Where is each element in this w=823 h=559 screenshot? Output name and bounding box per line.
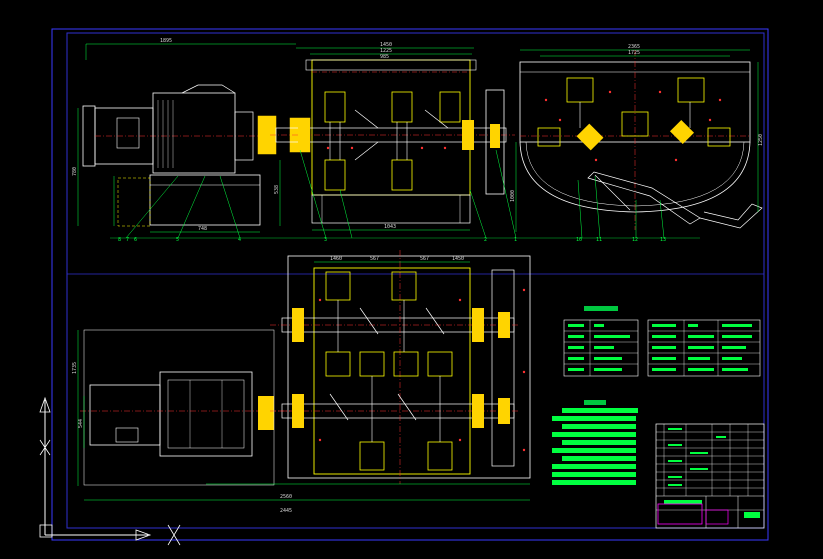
front-trough	[311, 59, 471, 196]
outer-sheet-border	[51, 28, 769, 541]
balloon-front-5: 5	[176, 237, 179, 243]
gearbox	[152, 92, 236, 174]
balloon-front-7: 7	[126, 237, 129, 243]
inner-sheet-border	[66, 32, 765, 529]
dim-front-mid: 1450	[380, 42, 392, 48]
dim-plan-height: 1735	[72, 362, 78, 374]
dim-plan-top-d: 1450	[452, 256, 464, 262]
chain-drive	[485, 89, 505, 195]
balloon-front-4: 4	[238, 237, 241, 243]
discharge-linkage	[587, 171, 701, 225]
dim-side-height: 1250	[758, 134, 764, 146]
dim-front-height: 780	[72, 167, 78, 176]
dim-plan-top-c: 567	[420, 256, 429, 262]
dim-front-base: 748	[198, 226, 207, 232]
technical-params-table	[563, 306, 761, 377]
dim-side-inner: 1725	[628, 50, 640, 56]
balloon-front-8: 8	[118, 237, 121, 243]
balloon-front-3: 3	[324, 237, 327, 243]
plan-trough-outer	[287, 255, 531, 479]
dim-plan-top-b: 567	[370, 256, 379, 262]
title-stamp	[657, 503, 703, 525]
balloon-front-2: 2	[484, 237, 487, 243]
dim-front-rail: 1043	[384, 224, 396, 230]
balloon-side-12: 12	[632, 237, 638, 243]
plan-trough-inner	[313, 267, 471, 475]
dim-plan-width: 2445	[280, 508, 292, 514]
drive-base	[149, 174, 261, 226]
title-block	[655, 423, 765, 529]
technical-requirements	[552, 400, 638, 485]
dim-plan-top-a: 1460	[330, 256, 342, 262]
dim-front-foot: 538	[274, 185, 280, 194]
balloon-side-10: 10	[576, 237, 582, 243]
dim-front-total: 1895	[160, 38, 172, 44]
plan-view: 1460 567 567 1450 2560 2445 1735 544	[72, 250, 531, 514]
dim-plan-motor: 544	[78, 419, 84, 428]
dim-side-base: 1000	[510, 190, 516, 202]
balloon-side-13: 13	[660, 237, 666, 243]
dim-plan-total: 2560	[280, 494, 292, 500]
dim-side-total: 2365	[628, 44, 640, 50]
dim-front-span: 1225	[380, 48, 392, 54]
balloon-side-11: 11	[596, 237, 602, 243]
ucs-icon[interactable]	[39, 396, 181, 546]
dim-front-inner: 985	[380, 54, 389, 60]
balloon-front-6: 6	[134, 237, 137, 243]
plan-motor	[89, 384, 161, 446]
balloon-front-1: 1	[514, 237, 517, 243]
side-view: 2365 1725 1250 1000 10 11 12 13	[510, 44, 764, 243]
front-view: 1895 1450 1225 985 780 748 1043 538 8 7 …	[72, 38, 520, 243]
